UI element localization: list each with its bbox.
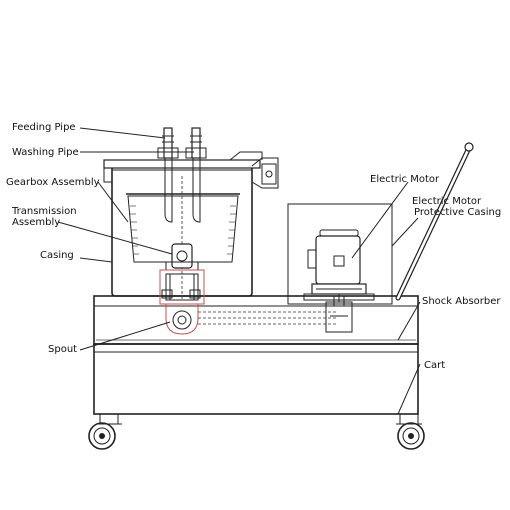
label-motor-casing-2: Protective Casing [414,207,501,218]
left-wheel [88,414,122,450]
right-wheel [396,414,425,450]
motor-protective-casing [287,203,393,305]
cart-frame [93,295,419,415]
label-shock-absorber: Shock Absorber [422,296,501,307]
label-casing: Casing [40,250,74,261]
shock-absorber [161,289,201,299]
drive-belt [198,295,353,333]
transmission-assembly [159,269,205,335]
gearbox-assembly [165,243,199,271]
leader-lines [57,127,421,415]
label-cart: Cart [424,360,445,371]
label-transmission-assembly-2: Assembly [12,217,60,228]
feeding-pipe [157,127,179,223]
washing-pipe [185,127,207,223]
label-feeding-pipe: Feeding Pipe [12,122,76,133]
label-washing-pipe: Washing Pipe [12,147,79,158]
label-motor-casing-1: Electric Motor [412,196,482,207]
label-spout: Spout [48,344,77,355]
electric-motor [303,229,375,302]
label-electric-motor: Electric Motor [370,174,440,185]
label-transmission-assembly-1: Transmission [11,206,77,217]
basket [126,176,240,300]
label-gearbox-assembly: Gearbox Assembly [6,177,100,188]
cart-handle [395,142,474,301]
